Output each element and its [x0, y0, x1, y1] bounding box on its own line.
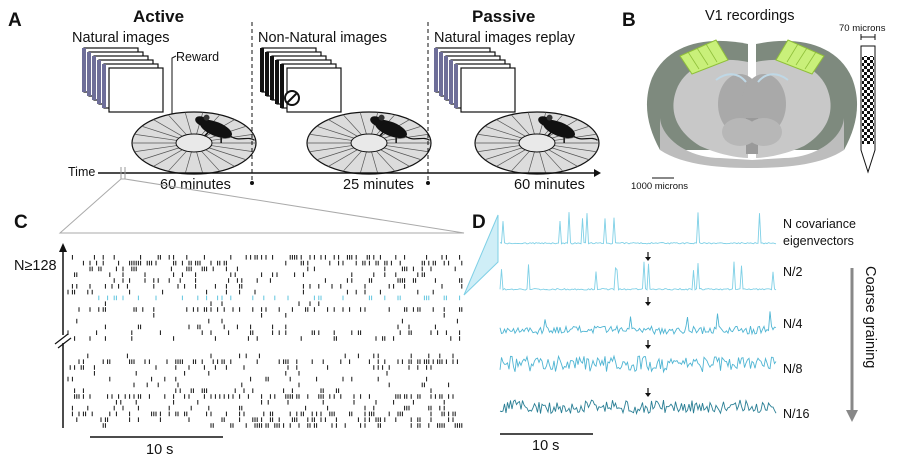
arrow-down-icon — [645, 252, 651, 261]
zoom-connector — [58, 178, 465, 234]
trace-label-n4: N/4 — [783, 317, 803, 331]
coarse-graining-arrow — [846, 268, 858, 422]
duration-label: 25 minutes — [343, 177, 414, 193]
duration-label: 60 minutes — [160, 177, 231, 193]
panel-b-letter: B — [622, 10, 636, 31]
image-card — [460, 67, 516, 113]
passive-title: Passive — [472, 7, 535, 26]
natural-image-stack — [82, 47, 164, 113]
mouse-icon — [370, 114, 430, 143]
non-natural-image-stack — [260, 47, 342, 113]
trace-label-eigen: eigenvectors — [783, 234, 854, 248]
activity-trace — [499, 354, 777, 374]
brain-section — [646, 39, 858, 168]
non-natural-images-label: Non-Natural images — [258, 30, 387, 46]
trace-label-n8: N/8 — [783, 362, 803, 376]
axis-break-icon — [54, 333, 72, 349]
natural-images-label: Natural images — [72, 30, 170, 46]
time-label: Time — [68, 165, 95, 179]
arrow-down-icon — [645, 388, 651, 397]
treadmill-wheel — [474, 111, 600, 175]
active-title: Active — [133, 7, 184, 26]
mouse-icon — [195, 114, 255, 143]
v1-region-right — [775, 39, 825, 75]
raster-scale-label: 10 s — [146, 442, 173, 458]
panel-c: C N≥128 10 s — [14, 212, 463, 458]
activity-trace — [499, 261, 777, 291]
panel-c-letter: C — [14, 212, 28, 233]
panel-d: D N covariance eigenvectors N/2 N/4 N/8 … — [463, 212, 878, 454]
coarse-graining-label: Coarse graining — [862, 266, 878, 368]
spike-raster — [67, 255, 463, 428]
activity-trace — [499, 399, 777, 416]
brain-scale-label: 1000 microns — [631, 181, 688, 192]
natural-replay-label: Natural images replay — [434, 30, 576, 46]
treadmill-wheel — [131, 111, 257, 175]
coarse-step-arrows — [645, 252, 651, 397]
panel-b: B V1 recordings — [622, 8, 886, 192]
activity-traces — [499, 212, 777, 416]
trace-scale-label: 10 s — [532, 438, 559, 454]
activity-trace — [499, 311, 777, 336]
image-card — [108, 67, 164, 113]
v1-region-left — [679, 39, 729, 75]
v1-recordings-title: V1 recordings — [705, 8, 794, 24]
treadmill-wheel — [306, 111, 432, 175]
trace-label-n: N covariance — [783, 217, 856, 231]
duration-label: 60 minutes — [514, 177, 585, 193]
neuron-count-label: N≥128 — [14, 258, 57, 274]
zoom-wedge — [463, 214, 499, 296]
panel-a: A Active Passive Natural images Reward N… — [8, 7, 601, 193]
trace-label-n2: N/2 — [783, 265, 803, 279]
trace-label-n16: N/16 — [783, 407, 809, 421]
arrow-down-icon — [645, 297, 651, 306]
panel-a-letter: A — [8, 10, 22, 31]
reward-label: Reward — [176, 50, 219, 64]
activity-trace — [499, 212, 777, 245]
forbidden-icon — [284, 90, 300, 106]
image-card — [286, 67, 342, 113]
panel-d-letter: D — [472, 212, 486, 233]
probe-scale-label: 70 microns — [839, 23, 886, 34]
recording-probe: 70 microns — [839, 23, 886, 174]
arrow-down-icon — [645, 340, 651, 349]
mouse-icon — [538, 114, 598, 143]
replay-image-stack — [434, 47, 516, 113]
